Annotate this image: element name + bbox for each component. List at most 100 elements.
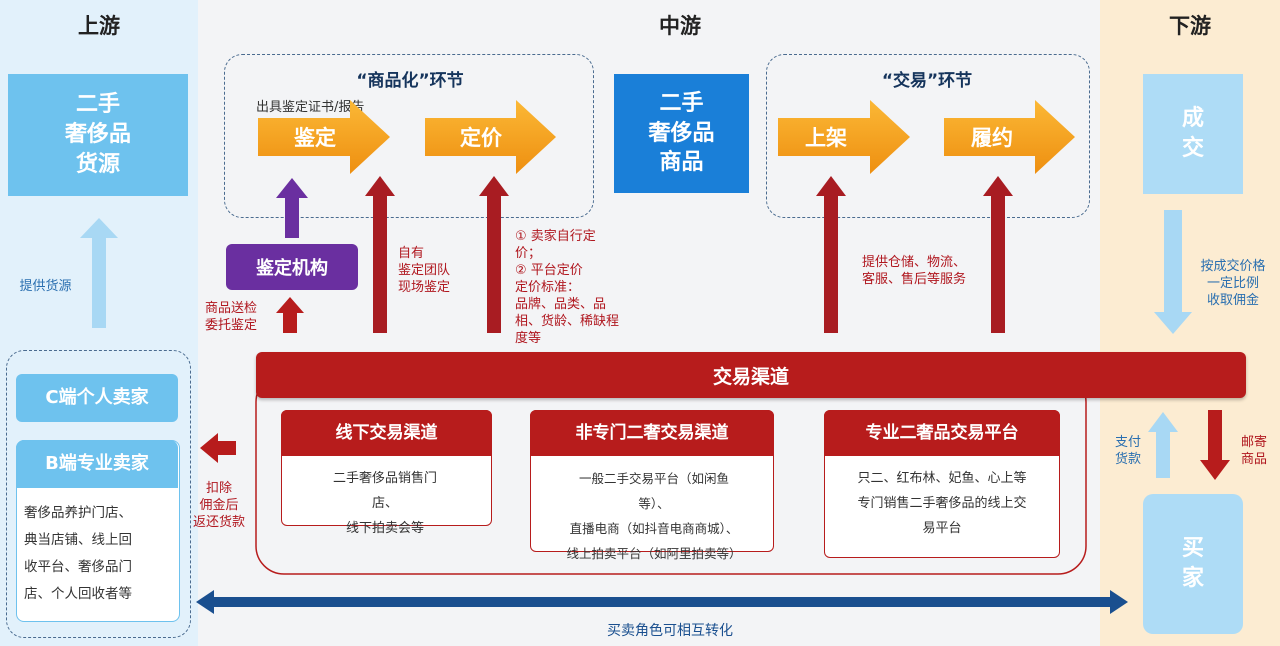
desc-line: 店、个人回收者等: [24, 586, 132, 602]
desc-line: 易平台: [922, 521, 962, 536]
desc-line: 奢侈品养护门店、: [24, 505, 132, 521]
offline-channel-desc: 二手奢侈品销售门 店、 线下拍卖会等: [290, 466, 480, 541]
auth-org-up-arrow: [276, 178, 308, 238]
certificate-note: 出具鉴定证书/报告: [256, 100, 365, 115]
c-end-seller-box: C端个人卖家: [16, 374, 178, 422]
note-line: 扣除: [205, 481, 232, 496]
note-line: 支付: [1114, 435, 1141, 450]
nonspecialized-channel-desc: 一般二手交易平台（如闲鱼 等）、 直播电商（如抖音电商商城）、 线上拍卖平台（如…: [534, 466, 774, 566]
refund-note: 扣除 佣金后 返还货款: [188, 480, 250, 531]
desc-line: 直播电商（如抖音电商商城）、: [569, 521, 739, 536]
note-line: 佣金后: [199, 498, 239, 513]
listing-up-arrow: [816, 176, 846, 333]
deal-box: 成 交: [1143, 74, 1243, 194]
role-conversion-double-arrow: [196, 590, 1128, 614]
step-listing-label: 上架: [805, 126, 847, 150]
desc-line: 典当店铺、线上回: [24, 532, 132, 548]
desc-line: 专门销售二手奢侈品的线上交: [857, 496, 1027, 511]
role-conversion-note: 买卖角色可相互转化: [607, 623, 733, 639]
upstream-title: 上游: [78, 14, 120, 38]
note-line: 邮寄: [1240, 435, 1267, 450]
note-line: 按成交价格: [1200, 259, 1266, 274]
b-end-seller-box: B端专业卖家: [16, 440, 178, 488]
note-line: 鉴定团队: [398, 263, 451, 278]
desc-line: 一般二手交易平台（如闲鱼: [578, 471, 729, 486]
note-line: 客服、售后等服务: [862, 272, 967, 287]
note-line: 返还货款: [192, 515, 245, 530]
note-line: 定价标准：: [515, 280, 581, 295]
pricing-note: ① 卖家自行定 价； ② 平台定价 定价标准： 品牌、品类、品 相、货龄、稀缺程…: [515, 228, 619, 347]
deal-line: 交: [1181, 136, 1204, 161]
desc-line: 线上拍卖平台（如阿里拍卖等）: [566, 546, 742, 561]
note-line: 委托鉴定: [205, 318, 258, 333]
mail-down-arrow: [1200, 410, 1230, 480]
step-pricing-label: 定价: [460, 126, 503, 150]
source-line: 二手: [75, 92, 120, 118]
source-line: 奢侈品: [64, 122, 131, 148]
self-team-up-arrow: [365, 176, 395, 333]
b-end-seller-desc: 奢侈品养护门店、 典当店铺、线上回 收平台、奢侈品门 店、个人回收者等: [24, 500, 174, 608]
authentication-org-box: 鉴定机构: [226, 244, 358, 290]
deal-line: 成: [1181, 106, 1204, 132]
buyer-line: 家: [1181, 566, 1204, 591]
note-line: 现场鉴定: [398, 280, 451, 295]
step-pricing-arrow: 定价: [425, 100, 556, 174]
note-line: 收取佣金: [1206, 293, 1259, 308]
commoditization-title: “商品化”环节: [356, 71, 464, 91]
note-line: 相、货龄、稀缺程: [515, 314, 620, 329]
commission-down-arrow: [1154, 210, 1192, 334]
desc-line: 收平台、奢侈品门: [24, 559, 132, 575]
trade-title: “交易”环节: [881, 71, 973, 91]
source-line: 货源: [75, 151, 120, 177]
specialized-platform-title: 专业二奢品交易平台: [824, 410, 1060, 456]
commission-note: 按成交价格 一定比例 收取佣金: [1188, 258, 1278, 309]
note-line: 货款: [1114, 452, 1141, 467]
goods-line: 二手: [659, 90, 704, 116]
trade-channel-bar: 交易渠道: [256, 352, 1246, 398]
step-authentication-label: 鉴定: [293, 126, 336, 150]
buyer-box: 买 家: [1143, 494, 1243, 634]
step-authentication-arrow: 鉴定: [258, 100, 390, 174]
note-line: 价；: [515, 246, 542, 261]
note-line: 度等: [515, 331, 542, 346]
desc-line: 线下拍卖会等: [345, 521, 424, 536]
note-line: 品牌、品类、品: [515, 297, 607, 312]
mail-note: 邮寄 商品: [1234, 434, 1274, 468]
sellers-group: [6, 350, 191, 638]
note-line: 商品送检: [205, 301, 258, 316]
pay-note: 支付 货款: [1108, 434, 1148, 468]
step-fulfillment-arrow: 履约: [944, 100, 1075, 174]
step-listing-arrow: 上架: [778, 100, 910, 174]
nonspecialized-channel-title: 非专门二奢交易渠道: [530, 410, 774, 456]
send-inspect-note: 商品送检 委托鉴定: [205, 300, 257, 334]
note-line: 提供仓储、物流、: [862, 255, 967, 270]
desc-line: 二手奢侈品销售门: [332, 471, 437, 486]
desc-line: 等）、: [638, 496, 670, 511]
pay-up-arrow: [1148, 412, 1178, 478]
services-note: 提供仓储、物流、 客服、售后等服务: [862, 254, 966, 288]
desc-line: 只二、红布林、妃鱼、心上等: [857, 471, 1027, 486]
note-line: 自有: [398, 246, 425, 261]
refund-left-arrow: [200, 433, 236, 463]
self-team-note: 自有 鉴定团队 现场鉴定: [398, 245, 450, 296]
desc-line: 店、: [371, 496, 398, 511]
trade-section: [766, 54, 1090, 218]
note-line: 一定比例: [1206, 276, 1259, 291]
secondhand-luxury-source-box: 二手 奢侈品 货源: [8, 74, 188, 196]
buyer-line: 买: [1181, 536, 1204, 562]
midstream-title: 中游: [659, 14, 701, 38]
supply-label: 提供货源: [19, 279, 72, 294]
note-line: 商品: [1240, 452, 1267, 467]
specialized-platform-desc: 只二、红布林、妃鱼、心上等 专门销售二手奢侈品的线上交 易平台: [830, 466, 1054, 541]
commoditization-section: [224, 54, 594, 218]
step-fulfillment-label: 履约: [971, 126, 1013, 150]
fulfillment-up-arrow: [983, 176, 1013, 333]
downstream-title: 下游: [1169, 14, 1211, 38]
note-line: ② 平台定价: [515, 263, 583, 278]
pricing-up-arrow: [479, 176, 509, 333]
offline-channel-title: 线下交易渠道: [281, 410, 492, 456]
goods-line: 商品: [659, 150, 704, 176]
note-line: ① 卖家自行定: [515, 229, 596, 244]
goods-line: 奢侈品: [648, 120, 715, 146]
